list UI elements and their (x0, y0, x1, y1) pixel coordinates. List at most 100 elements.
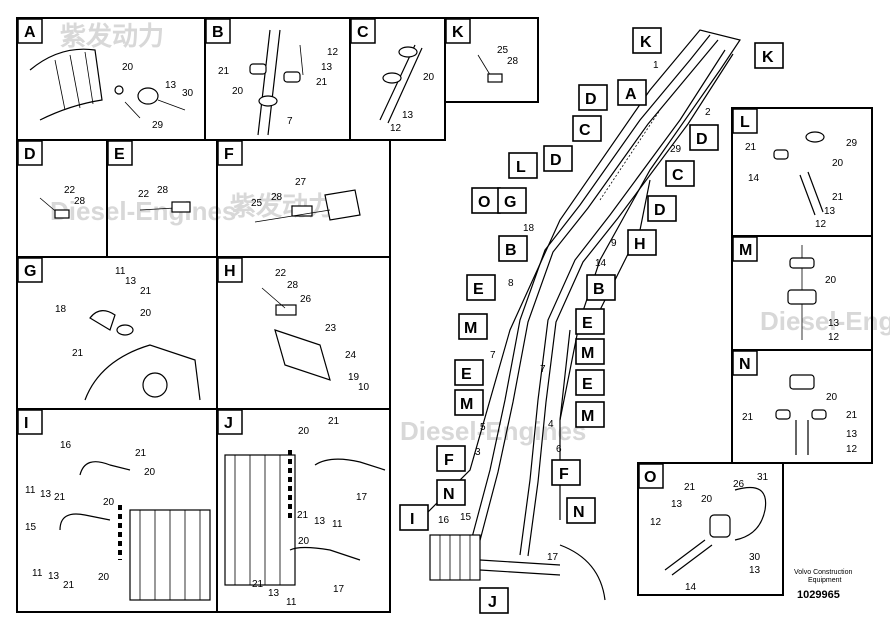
part-number: 28 (507, 56, 519, 67)
callouts[interactable]: K K A D D C C D L D O G D H B B E E M M … (0, 0, 784, 614)
clamp-half-part (283, 71, 301, 83)
part-number: 20 (298, 536, 310, 547)
panel-K[interactable]: K 25 28 (444, 17, 539, 103)
hose-part (799, 171, 824, 216)
panel-M[interactable]: M 20 13 12 (731, 235, 873, 351)
callout-E[interactable]: E (454, 359, 484, 386)
callout-D[interactable]: D (578, 84, 608, 111)
hose-part (379, 44, 423, 124)
part-number: 22 (275, 268, 287, 279)
callout-M[interactable]: M (458, 313, 488, 340)
callout-N[interactable]: N (566, 497, 596, 524)
part-number: 24 (345, 350, 357, 361)
svg-text:E: E (582, 376, 593, 393)
callout-B[interactable]: B (498, 235, 528, 262)
callout-K[interactable]: K (754, 42, 784, 69)
clamp-half-part (805, 131, 825, 143)
panel-G[interactable]: G 11 13 21 20 18 21 (16, 256, 218, 410)
callout-D[interactable]: D (0, 0, 12, 4)
panel-E-label: E (114, 146, 125, 163)
part-number: 21 (218, 66, 230, 77)
callout-E[interactable]: E (575, 308, 605, 335)
panel-J-label: J (224, 415, 233, 432)
clamp-half-part (773, 149, 789, 160)
part-number: 21 (63, 580, 75, 591)
svg-text:L: L (516, 159, 526, 176)
clamp-part (137, 87, 159, 105)
hose-line-right (519, 49, 726, 556)
callout-N[interactable]: N (436, 479, 466, 506)
clip-part (291, 205, 313, 217)
callout-M[interactable]: M (575, 338, 605, 365)
svg-text:M: M (581, 345, 594, 362)
callout-B[interactable]: B (586, 274, 616, 301)
part-number: 21 (135, 448, 147, 459)
clamp-half-part (249, 63, 267, 75)
callout-A[interactable]: A (617, 79, 647, 106)
brand-line-2: Equipment (808, 577, 842, 584)
part-number: 17 (356, 492, 368, 503)
part-number: 21 (684, 482, 696, 493)
part-number: 15 (460, 512, 472, 523)
part-number: 7 (490, 350, 496, 361)
callout-K[interactable]: K (632, 27, 662, 54)
callout-J[interactable]: J (479, 587, 509, 614)
callout-C[interactable]: C (572, 115, 602, 142)
spacer-part (116, 324, 134, 336)
panel-C[interactable]: C 20 13 12 (349, 17, 446, 141)
panel-I[interactable]: I 16 21 20 11 13 21 15 20 11 13 21 20 (16, 408, 218, 613)
boom-assembly: 1 2 29 18 9 14 8 7 7 5 4 6 3 16 15 17 (419, 29, 741, 601)
callout-O[interactable]: O (471, 187, 501, 214)
svg-text:I: I (410, 511, 414, 528)
callout-I[interactable]: I (399, 504, 429, 531)
part-number: 12 (815, 219, 827, 230)
part-number: 2 (705, 107, 711, 118)
part-number: 22 (64, 185, 76, 196)
leader (124, 101, 141, 119)
panel-M-label-box (732, 236, 758, 262)
callout-F[interactable]: F (551, 459, 581, 486)
callout-C[interactable]: C (665, 160, 695, 187)
part-number: 28 (157, 185, 169, 196)
panel-B[interactable]: B 12 13 21 21 20 7 (204, 17, 351, 141)
callout-G[interactable]: G (497, 187, 527, 214)
bolt-part (157, 99, 186, 111)
part-number: 12 (327, 47, 339, 58)
part-number: 13 (671, 499, 683, 510)
hose-part (257, 29, 281, 136)
callout-M[interactable]: M (575, 401, 605, 428)
part-number: 20 (98, 572, 110, 583)
callout-D[interactable]: D (689, 124, 719, 151)
svg-text:F: F (559, 466, 569, 483)
panel-F[interactable]: F 27 25 28 (216, 139, 391, 258)
callout-D[interactable]: D (647, 195, 677, 222)
callout-L[interactable]: L (508, 152, 538, 179)
clamp-half-part (382, 72, 402, 84)
bolt-part (254, 209, 331, 223)
panel-J[interactable]: J 20 21 17 21 13 11 20 21 13 11 17 (216, 408, 391, 613)
callout-D[interactable]: D (543, 145, 573, 172)
part-number: 21 (54, 492, 66, 503)
callout-M[interactable]: M (454, 389, 484, 416)
callout-F[interactable]: F (436, 445, 466, 472)
panel-N[interactable]: N 20 21 21 13 12 (731, 349, 873, 464)
panel-O[interactable]: O 21 26 31 13 20 12 30 13 14 (637, 462, 784, 596)
svg-text:N: N (443, 486, 455, 503)
part-number: 18 (523, 223, 535, 234)
part-number: 30 (749, 552, 761, 563)
panel-H[interactable]: H 22 28 26 23 24 19 10 (216, 256, 391, 410)
panel-L[interactable]: L 29 21 20 14 21 13 12 (731, 107, 873, 237)
panel-E-label-box (107, 140, 133, 166)
part-number: 7 (287, 116, 293, 127)
spacer-part (258, 95, 278, 107)
panel-J-label-box (217, 409, 243, 435)
callout-H[interactable]: H (627, 229, 657, 256)
callout-E[interactable]: E (575, 369, 605, 396)
panel-K-label: K (452, 24, 464, 41)
document-id: 1029965 (797, 589, 840, 601)
part-number: 21 (832, 192, 844, 203)
callout-E[interactable]: E (466, 274, 496, 301)
part-number: 25 (251, 198, 263, 209)
valve-block-lines (234, 455, 281, 585)
part-number: 23 (325, 323, 337, 334)
